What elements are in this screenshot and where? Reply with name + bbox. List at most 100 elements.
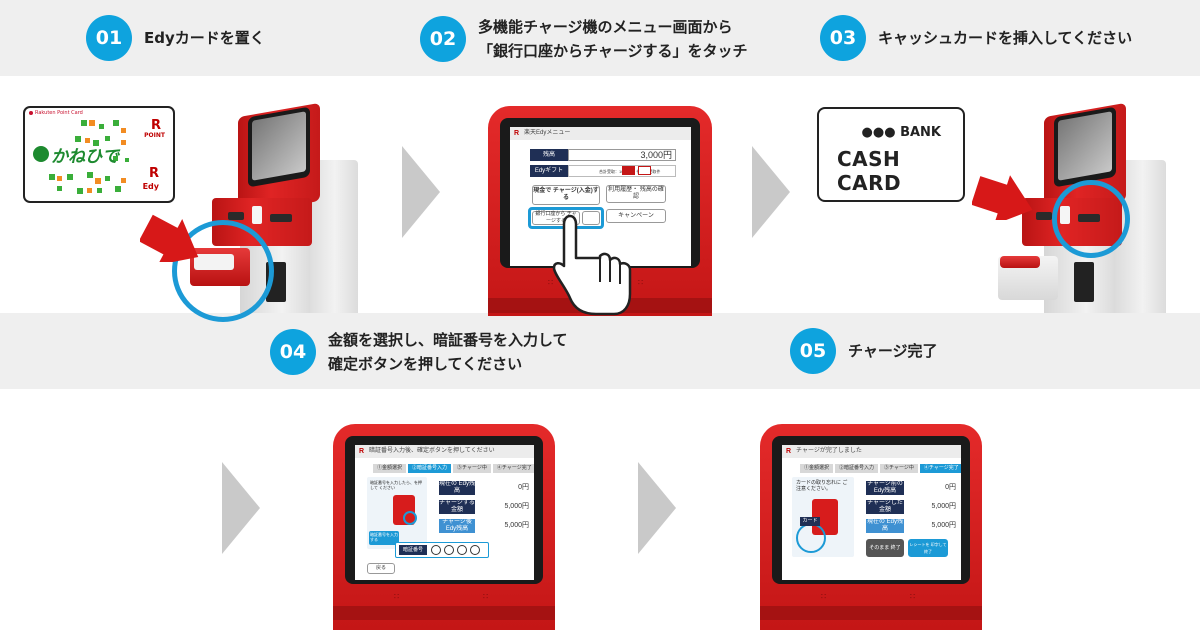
step-03-label: キャッシュカードを挿入してください xyxy=(878,29,1133,47)
progress-tab: ①金額選択 xyxy=(373,464,407,473)
charge-amount-label: チャージする 金額 xyxy=(439,500,475,514)
step-02-header: 02 多機能チャージ機のメニュー画面から 「銀行口座からチャージする」をタッチ xyxy=(420,15,748,63)
charged-amount-label: チャージした 金額 xyxy=(866,500,904,514)
progress-tab: ①金額選択 xyxy=(800,464,834,473)
card-reader-top xyxy=(1000,256,1040,268)
card-callout-label: カード xyxy=(800,517,820,526)
print-receipt-button[interactable]: レシートを 印字して 終了 xyxy=(908,539,948,557)
kiosk-screen-glass xyxy=(252,111,306,181)
chevron-right-icon xyxy=(638,462,676,554)
prev-balance-label: チャージ前の Edy残高 xyxy=(866,481,904,495)
step-05-label: チャージ完了 xyxy=(848,342,938,360)
charge-cash-button[interactable]: 現金で チャージ(入金)する xyxy=(532,185,600,205)
pin-dot xyxy=(444,545,454,555)
step-01-label: Edyカードを置く xyxy=(144,29,265,47)
current-balance-label: 現在の Edy残高 xyxy=(439,481,476,495)
gift-receive-button[interactable] xyxy=(622,166,635,175)
highlight-ring xyxy=(796,523,826,553)
step-04-label: 金額を選択し、暗証番号を入力して 確定ボタンを押してください xyxy=(328,328,568,376)
kiosk-base xyxy=(760,606,982,620)
after-balance-value: 5,000円 xyxy=(504,522,529,529)
highlight-ring xyxy=(1052,180,1130,258)
gift-label: Edyギフト xyxy=(530,165,568,177)
step-02-label-line1: 多機能チャージ機のメニュー画面から xyxy=(478,18,733,36)
step-number-04: 04 xyxy=(270,329,316,375)
progress-tab-active: ④チャージ完了 xyxy=(919,464,961,473)
history-button[interactable]: 利用履歴・ 残高の確認 xyxy=(606,185,666,203)
kiosk-base xyxy=(333,606,555,620)
end-button[interactable]: そのまま 終了 xyxy=(866,539,904,557)
new-balance-value: 5,000円 xyxy=(931,522,956,529)
highlight-ring xyxy=(403,511,417,525)
pin-label: 暗証番号 xyxy=(399,545,427,555)
pin-progress-tabs: ①金額選択 ②暗証番号入力 ③チャージ中 ④チャージ完了 xyxy=(373,464,534,473)
speaker-icon: ∷ xyxy=(821,592,828,601)
step-03-header: 03 キャッシュカードを挿入してください xyxy=(820,15,1132,61)
charge-bank-info[interactable] xyxy=(582,211,600,225)
pin-dots xyxy=(431,545,483,555)
done-instruction: カードの取り忘れに ご注意ください。 xyxy=(796,480,848,492)
new-balance-label: 現在の Edy残高 xyxy=(866,519,904,533)
step-number-02: 02 xyxy=(420,16,466,62)
bank-name: ●●● BANK xyxy=(861,125,941,140)
speaker-icon: ∷ xyxy=(483,592,490,601)
card-brand-text: Rakuten Point Card xyxy=(35,110,83,116)
balance-label: 残高 xyxy=(530,149,568,161)
menu-screen-title: 楽天Edyメニュー xyxy=(524,130,571,136)
card-point-label: POINT xyxy=(144,132,165,139)
campaign-button[interactable]: キャンペーン xyxy=(606,209,666,223)
step-number-01: 01 xyxy=(86,15,132,61)
kanebi-logo-mark-icon xyxy=(33,146,49,162)
rakuten-r-icon: R xyxy=(514,130,520,137)
arrow-right-icon xyxy=(972,175,1033,220)
step-04-label-line2: 確定ボタンを押してください xyxy=(328,355,523,373)
balance-value: 3,000円 xyxy=(568,149,676,161)
speaker-icon: ∷ xyxy=(638,278,645,287)
pin-dot xyxy=(431,545,441,555)
cash-card-title: CASH CARD xyxy=(837,147,902,195)
gift-detail-button[interactable] xyxy=(638,166,651,175)
speaker-icon: ∷ xyxy=(548,278,555,287)
kiosk-slot xyxy=(228,212,244,220)
kiosk-screen-glass xyxy=(1058,111,1112,181)
progress-tab: ③チャージ中 xyxy=(453,464,491,473)
pin-dot xyxy=(457,545,467,555)
edy-point-card: Rakuten Point Card R POINT R Edy かねひで xyxy=(23,106,175,203)
highlight-ring xyxy=(172,220,274,322)
step-02-label: 多機能チャージ機のメニュー画面から 「銀行口座からチャージする」をタッチ xyxy=(478,15,748,63)
card-edy-label: Edy xyxy=(142,182,159,191)
speaker-icon: ∷ xyxy=(394,592,401,601)
progress-tab: ④チャージ完了 xyxy=(492,464,534,473)
step-04-label-line1: 金額を選択し、暗証番号を入力して xyxy=(328,331,568,349)
chevron-right-icon xyxy=(402,146,440,238)
middle-step-band xyxy=(0,313,1200,389)
after-balance-label: チャージ後 Edy残高 xyxy=(439,519,475,533)
done-guide-panel: カードの取り忘れに ご注意ください。 カード xyxy=(792,477,854,557)
step-04-header: 04 金額を選択し、暗証番号を入力して 確定ボタンを押してください xyxy=(270,328,568,376)
arrow-right-icon xyxy=(140,214,199,262)
done-progress-tabs: ①金額選択 ②暗証番号入力 ③チャージ中 ④チャージ完了 xyxy=(800,464,961,473)
back-button[interactable]: 戻る xyxy=(367,563,395,574)
chevron-right-icon xyxy=(222,462,260,554)
top-step-band xyxy=(0,0,1200,76)
prev-balance-value: 0円 xyxy=(945,484,956,491)
pin-pad-label: 暗証番号を入力する xyxy=(369,531,399,545)
step-number-05: 05 xyxy=(790,328,836,374)
cash-card: ●●● BANK CASH CARD xyxy=(817,107,965,202)
kiosk-slot xyxy=(270,214,292,222)
rakuten-r-icon: R xyxy=(359,448,365,455)
step-01-header: 01 Edyカードを置く xyxy=(86,15,265,61)
speaker-icon: ∷ xyxy=(910,592,917,601)
card-brand-dot xyxy=(29,111,33,115)
charged-amount-value: 5,000円 xyxy=(931,503,956,510)
pin-guide-panel: 暗証番号を入力したら、を押して ください 暗証番号を入力する xyxy=(367,477,427,549)
chevron-right-icon xyxy=(752,146,790,238)
card-logo-text: かねひで xyxy=(51,147,119,167)
menu-screen-header: R 楽天Edyメニュー xyxy=(510,127,691,140)
